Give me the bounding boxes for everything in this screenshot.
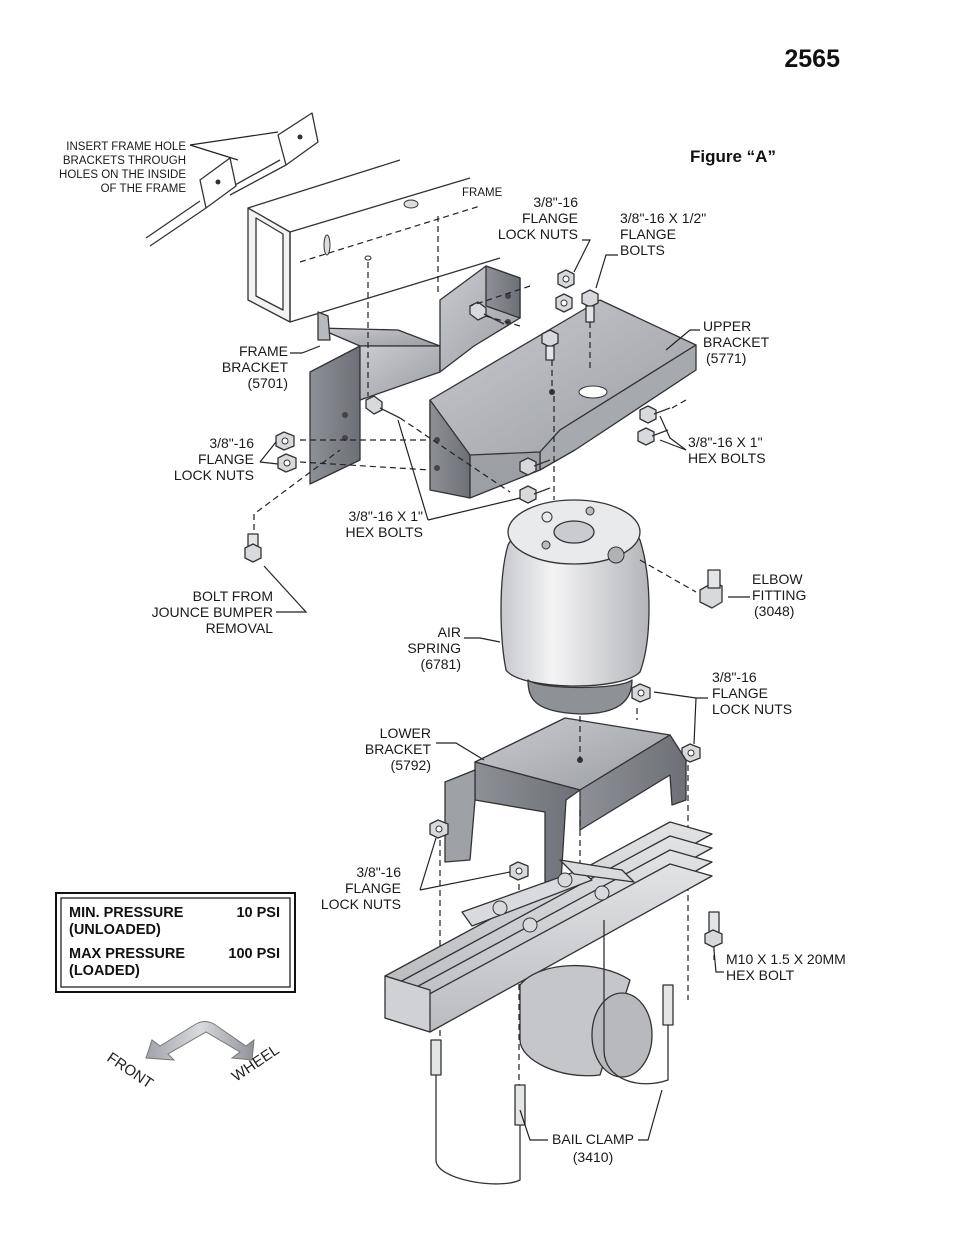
label-flange-bolts-3: BOLTS [620, 242, 665, 258]
label-air-spring-2: SPRING [407, 640, 461, 656]
label-lower-bracket-2: BRACKET [365, 741, 432, 757]
label-air-spring-1: AIR [438, 624, 461, 640]
pressure-spec-box: MIN. PRESSURE (UNLOADED) 10 PSI MAX PRES… [55, 892, 296, 993]
right-lock-nuts [631, 683, 701, 763]
min-pressure-label-1: MIN. PRESSURE [69, 905, 184, 921]
label-frame-bracket-3: (5701) [248, 375, 288, 391]
frame-hole-2 [323, 234, 331, 256]
hex-bolt-icon [639, 405, 671, 424]
label-bail-clamp-1: BAIL CLAMP [552, 1131, 634, 1147]
elbow-fitting-part [639, 559, 723, 609]
label-right-nuts-2: FLANGE [712, 685, 768, 701]
label-lower-bracket-1: LOWER [380, 725, 431, 741]
hex-nut-icon [557, 269, 575, 289]
hex-nut-icon [509, 861, 529, 881]
label-left-nuts-3: LOCK NUTS [174, 467, 254, 483]
hex-nut-icon [555, 293, 573, 313]
hex-bolt-icon [519, 485, 551, 504]
label-upper-bracket-1: UPPER [703, 318, 751, 334]
hex-bolt-icon [519, 457, 551, 476]
label-right-hexbolts-1: 3/8"-16 X 1" [688, 434, 763, 450]
hex-nut-icon [631, 683, 651, 703]
label-frame-bracket-2: BRACKET [222, 359, 289, 375]
label-flange-bolts-1: 3/8"-16 X 1/2" [620, 210, 706, 226]
figure-title: Figure “A” [690, 147, 776, 166]
label-jounce-2: JOUNCE BUMPER [152, 604, 273, 620]
label-elbow-2: FITTING [752, 587, 806, 603]
label-insert-frame-2: BRACKETS THROUGH [63, 155, 186, 167]
page-number: 2565 [784, 45, 840, 73]
flange-bolt-icon [541, 329, 559, 361]
label-flange-bolts-2: FLANGE [620, 226, 676, 242]
label-m10-1: M10 X 1.5 X 20MM [726, 951, 846, 967]
label-bail-clamp-2: (3410) [573, 1149, 613, 1165]
label-jounce-3: REMOVAL [206, 620, 274, 636]
frame-rail [247, 159, 501, 323]
jounce-bolt-icon [244, 533, 262, 563]
max-pressure-value: 100 PSI [228, 946, 280, 962]
assembly-lines-upper [253, 216, 687, 530]
label-lower-nuts-3: LOCK NUTS [321, 896, 401, 912]
label-right-hexbolts-2: HEX BOLTS [688, 450, 766, 466]
label-upper-bracket-3: (5771) [706, 350, 746, 366]
label-jounce-1: BOLT FROM [193, 588, 273, 604]
label-top-nuts-3: LOCK NUTS [498, 226, 578, 242]
air-spring-part [500, 499, 650, 715]
label-left-nuts-2: FLANGE [198, 451, 254, 467]
label-top-nuts-2: FLANGE [522, 210, 578, 226]
hex-nut-icon [275, 431, 295, 451]
label-air-spring-3: (6781) [421, 656, 461, 672]
label-left-nuts-1: 3/8"-16 [209, 435, 254, 451]
frame-hole-3 [364, 255, 372, 261]
hex-bolt-icon [365, 395, 401, 419]
hex-nut-icon [277, 453, 297, 473]
label-lower-nuts-2: FLANGE [345, 880, 401, 896]
label-lower-nuts-1: 3/8"-16 [356, 864, 401, 880]
label-elbow-3: (3048) [754, 603, 794, 619]
label-center-hexbolts-2: HEX BOLTS [345, 524, 423, 540]
frame-hole-1 [403, 199, 419, 209]
label-right-nuts-1: 3/8"-16 [712, 669, 757, 685]
label-elbow-1: ELBOW [752, 571, 803, 587]
bail-clamp-part [430, 920, 674, 1185]
label-lower-bracket-3: (5792) [391, 757, 431, 773]
max-pressure-label-1: MAX PRESSURE [69, 946, 185, 962]
min-pressure-label-2: (UNLOADED) [69, 922, 161, 938]
lower-lock-nuts [429, 819, 529, 881]
hex-nut-icon [429, 819, 449, 839]
label-m10-2: HEX BOLT [726, 967, 795, 983]
label-insert-frame-1: INSERT FRAME HOLE [66, 141, 186, 153]
label-center-hexbolts-1: 3/8"-16 X 1" [348, 508, 423, 524]
m10-bolt-icon [704, 911, 723, 948]
lower-bracket-part [444, 717, 687, 899]
frame-hole-brackets [145, 112, 319, 247]
label-frame: FRAME [462, 187, 503, 199]
max-pressure-label-2: (LOADED) [69, 963, 140, 979]
label-frame-bracket-1: FRAME [239, 343, 288, 359]
label-upper-bracket-2: BRACKET [703, 334, 770, 350]
upper-bracket-part [429, 299, 697, 499]
min-pressure-value: 10 PSI [236, 905, 280, 921]
direction-arrow-icon: FRONT WHEEL [104, 1021, 282, 1092]
leaf-spring-axle [384, 821, 713, 1078]
label-insert-frame-3: HOLES ON THE INSIDE [59, 169, 186, 181]
label-insert-frame-4: OF THE FRAME [101, 183, 187, 195]
label-top-nuts-1: 3/8"-16 [533, 194, 578, 210]
hex-bolt-icon [637, 427, 669, 446]
upper-fasteners [244, 269, 671, 563]
label-right-nuts-3: LOCK NUTS [712, 701, 792, 717]
upper-bracket-slot [578, 385, 608, 399]
